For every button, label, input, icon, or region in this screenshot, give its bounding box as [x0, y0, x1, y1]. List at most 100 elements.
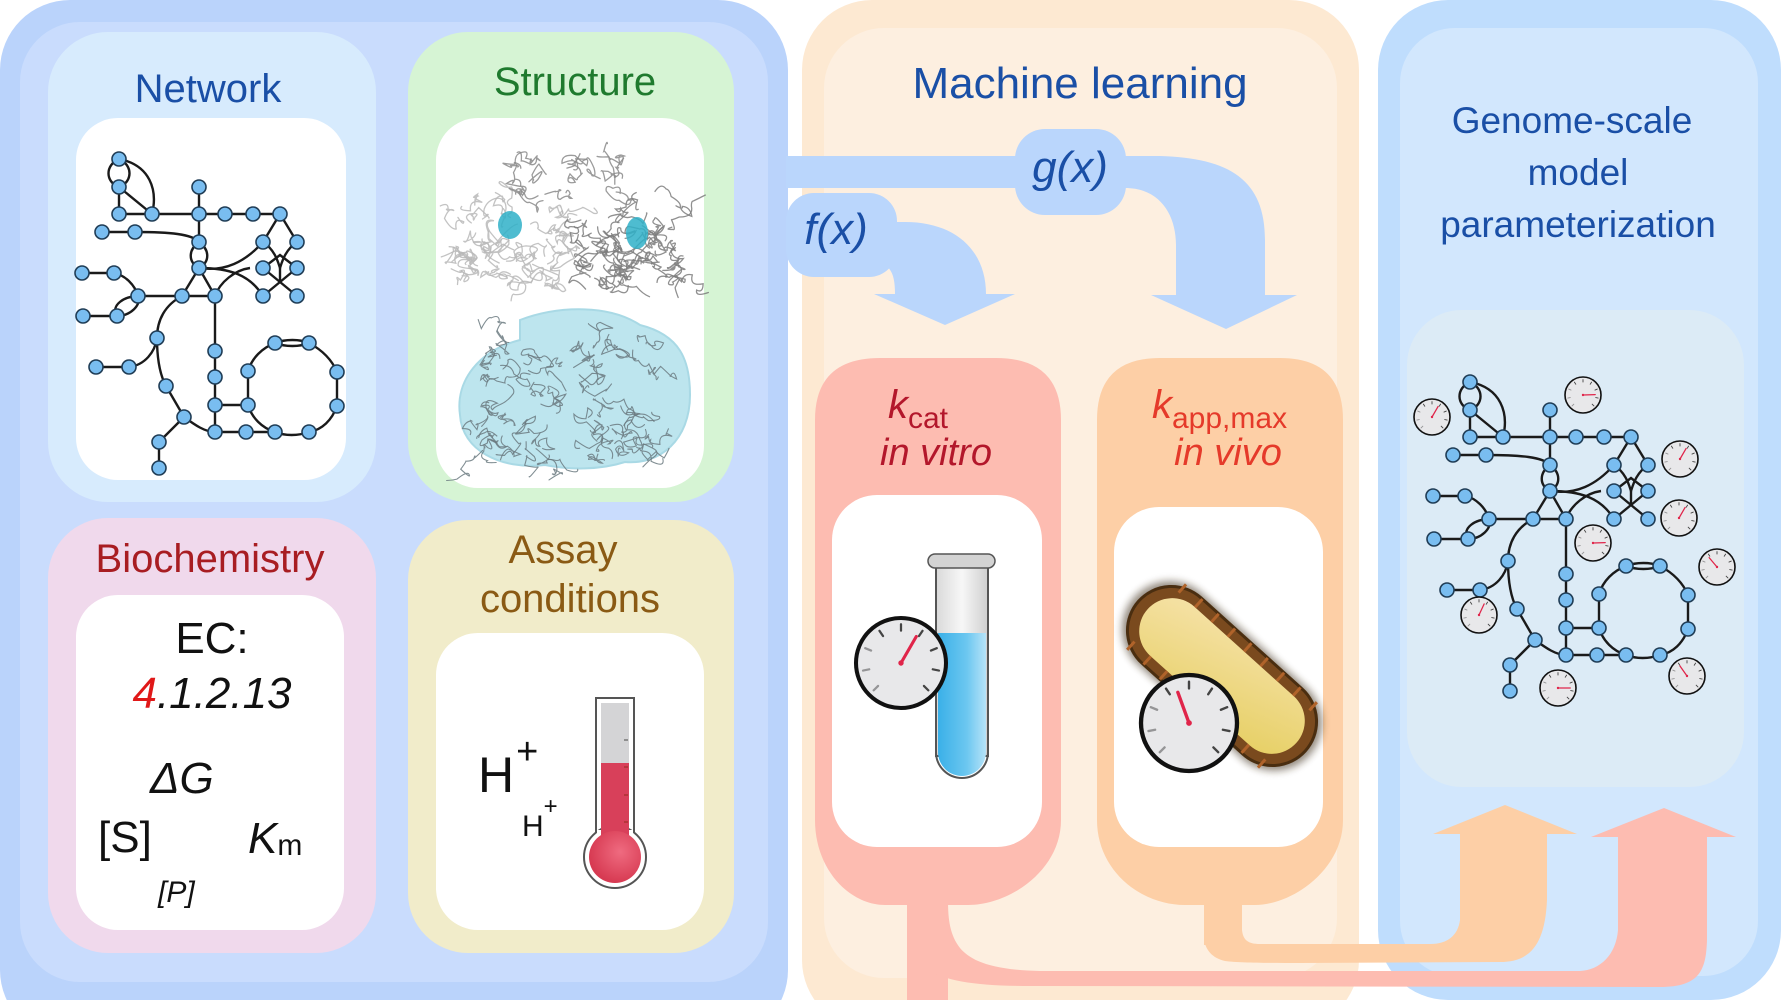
ribbon-strand [528, 163, 547, 184]
metabolite-node [1502, 657, 1518, 673]
gauge-tick [1686, 445, 1690, 449]
metabolite-node [75, 308, 91, 324]
gauge-tick [1207, 687, 1214, 696]
gauge-tick [1578, 536, 1582, 539]
ribbon-strand [623, 259, 656, 270]
biochemistry-canvas [76, 595, 344, 930]
ribbon-strand [497, 234, 533, 272]
gauge-tick [1464, 608, 1468, 611]
kapp-subscript: app,max [1172, 402, 1287, 435]
metabolite-node [1500, 553, 1516, 569]
gauge-tick [1685, 504, 1689, 508]
gauge-needle [1678, 506, 1686, 519]
ribbon-strand [521, 264, 545, 282]
metabolite-node [174, 288, 190, 304]
ribbon-strand [505, 245, 538, 262]
gauge-tick [1158, 746, 1166, 754]
ribbon-strand [451, 251, 480, 277]
metabolite-node [1502, 683, 1518, 699]
ec-remaining-digits: .1.2.13 [157, 669, 292, 718]
ribbon-strand [600, 169, 624, 185]
gauge-tick [917, 629, 924, 638]
gauge-tick [1566, 696, 1570, 700]
metabolite-node [1460, 531, 1476, 547]
surface-strand [574, 425, 610, 450]
metabolite-node [191, 260, 207, 276]
surface-strand [623, 408, 646, 428]
ribbon-strand [546, 246, 572, 265]
ribbon-strand [623, 257, 653, 271]
g-function-arrow [786, 156, 1297, 329]
surface-strand [600, 333, 637, 360]
metabolite-node [207, 343, 223, 359]
gauge-tick [1677, 662, 1681, 666]
gauge-icon [853, 615, 949, 711]
surface-strand [587, 321, 614, 349]
ec-label: EC: [175, 614, 248, 663]
gauge-tick [1589, 381, 1593, 385]
surface-strand [540, 393, 567, 408]
test-tube-icon [927, 553, 996, 779]
ribbon-strand [506, 275, 533, 302]
metabolite-node [289, 234, 305, 250]
ec-class-digit: 4 [132, 669, 156, 718]
metabolite-node [1652, 558, 1668, 574]
metabolite-node [1462, 402, 1478, 418]
gsm-title-line1: Genome-scale [1452, 100, 1693, 141]
gauge-tick [1221, 728, 1231, 733]
metabolite-node [1495, 429, 1511, 445]
gauge-needle [1679, 665, 1688, 677]
surface-strand [520, 348, 542, 366]
gauge-icon [1460, 596, 1498, 634]
ribbon-strand [521, 242, 548, 268]
network-nodes [74, 151, 345, 476]
surface-strand [578, 358, 603, 386]
metabolite-node [1462, 429, 1478, 445]
ribbon-strand [544, 188, 574, 200]
gauge-pivot [1477, 613, 1481, 617]
gauge-tick [1583, 529, 1587, 533]
gauge-tick [1573, 381, 1577, 385]
ribbon-strand [654, 185, 693, 218]
gauge-tick [1543, 681, 1547, 684]
surface-strand [573, 407, 598, 442]
metabolite-node [1527, 632, 1543, 648]
metabolite-node [217, 206, 233, 222]
gauge-tick [1723, 553, 1727, 557]
metabolite-node [111, 151, 127, 167]
surface-strand [529, 381, 546, 397]
metabolite-node [267, 424, 283, 440]
ribbon-strand [666, 247, 683, 278]
gauge-tick [1219, 706, 1229, 711]
ribbon-strand [662, 242, 685, 272]
gauge-tick [1149, 706, 1159, 711]
ribbon-strand [599, 264, 617, 290]
ribbon-strand [448, 246, 478, 266]
surface-strand [652, 365, 678, 381]
gauge-tick [1669, 504, 1673, 508]
metabolite-node [1425, 488, 1441, 504]
protein-ribbon-image [439, 141, 710, 302]
active-site-left [498, 211, 522, 239]
ribbon-strand [444, 245, 466, 265]
metabolite-node [1509, 601, 1525, 617]
metabolite-node [149, 330, 165, 346]
surface-strand [515, 415, 548, 435]
km-subscript: m [277, 829, 302, 862]
gauge-needle [1431, 405, 1439, 418]
gauge-tick [1440, 425, 1444, 429]
surface-strand [527, 365, 567, 392]
surface-strand [485, 358, 521, 387]
surface-strand [531, 432, 556, 451]
metabolite-node [255, 234, 271, 250]
network-panel: Network [48, 32, 376, 502]
surface-strand [524, 441, 539, 478]
surface-strand [480, 401, 499, 417]
ribbon-strand [489, 268, 511, 280]
genome-scale-model-panel: Genome-scale model parameterization [1378, 0, 1781, 1000]
gauge-tick [1569, 681, 1573, 684]
ribbon-strand [612, 242, 644, 259]
metabolite-node [1481, 511, 1497, 527]
ribbon-strand [561, 154, 589, 169]
